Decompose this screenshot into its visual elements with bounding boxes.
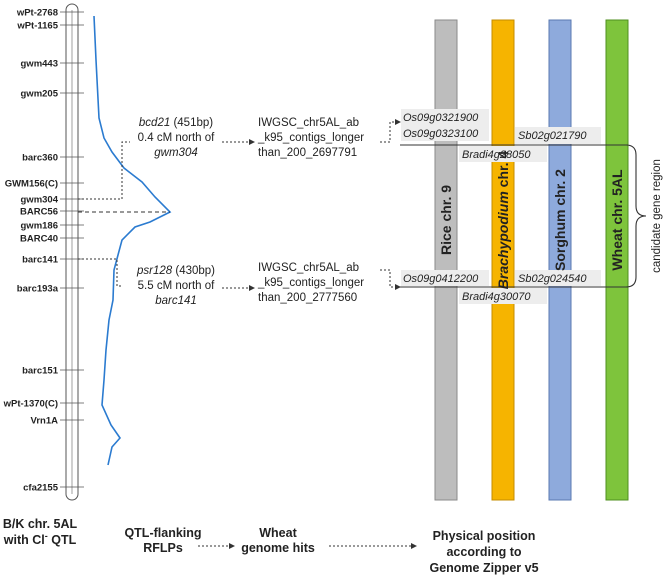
marker-label: BARC56 bbox=[20, 207, 58, 218]
arrow-hit-north bbox=[380, 121, 395, 143]
arrowhead-rflp-north bbox=[249, 139, 255, 145]
arrowhead-rflp-south bbox=[249, 285, 255, 291]
footer-hits-line1: Wheat bbox=[259, 526, 297, 540]
marker-label: wPt-1370(C) bbox=[3, 399, 58, 410]
arrowhead-hit-south bbox=[395, 284, 401, 290]
gene-box-rice-north bbox=[401, 109, 489, 141]
footer-rflp-line1: QTL-flanking bbox=[124, 526, 201, 540]
wheat-chr5al-bar bbox=[605, 19, 629, 501]
connector-barc141-to-psr128 bbox=[78, 258, 122, 287]
footer-phys-line3: Genome Zipper v5 bbox=[429, 561, 538, 575]
marker-label: cfa2155 bbox=[23, 483, 59, 494]
footer-hits-line2: genome hits bbox=[241, 541, 315, 555]
footer-rflp-line2: RFLPs bbox=[143, 541, 183, 555]
rflp-north-distance: 0.4 cM north of bbox=[138, 132, 216, 144]
footer-phys-line1: Physical position bbox=[433, 529, 536, 543]
hit-south-line2: _k95_contigs_longer bbox=[257, 277, 364, 289]
gene-rice-north-a: Os09g0321900 bbox=[403, 112, 479, 124]
rice-chr9-bar bbox=[434, 19, 458, 501]
marker-label: barc151 bbox=[22, 366, 59, 377]
footer-map-line1: B/K chr. 5AL bbox=[3, 517, 78, 531]
gene-box-rice-south bbox=[401, 270, 489, 286]
rflp-south-marker: barc141 bbox=[155, 295, 197, 307]
marker-label: gwm205 bbox=[21, 89, 59, 100]
gene-brachy-south: Bradi4g30070 bbox=[462, 291, 531, 303]
gene-rice-south: Os09g0412200 bbox=[403, 273, 479, 285]
brachypodium-chr4-bar bbox=[491, 19, 515, 501]
sorghum-chr2-label: Sorghum chr. 2 bbox=[552, 169, 568, 271]
connector-gwm304-to-bcd21 bbox=[78, 141, 130, 200]
marker-label: GWM156(C) bbox=[5, 179, 58, 190]
footer-arrowhead-2 bbox=[411, 543, 417, 549]
gene-sorghum-south: Sb02g024540 bbox=[518, 273, 587, 285]
marker-label: gwm304 bbox=[21, 195, 59, 206]
lod-curve bbox=[93, 15, 172, 466]
marker-label: BARC40 bbox=[20, 234, 58, 245]
rflp-south-distance: 5.5 cM north of bbox=[138, 280, 216, 292]
arrow-hit-south bbox=[380, 269, 395, 288]
candidate-region-brace bbox=[625, 144, 647, 288]
hit-south-line1: IWGSC_chr5AL_ab bbox=[258, 262, 359, 274]
marker-label: gwm186 bbox=[21, 221, 59, 232]
arrowhead-hit-north bbox=[395, 119, 401, 125]
footer-arrowhead-1 bbox=[229, 543, 235, 549]
brachypodium-chr4-label: Brachypodium chr. 4 bbox=[495, 151, 511, 290]
rflp-south-line1: psr128 (430bp) bbox=[136, 265, 215, 277]
hit-north-line2: _k95_contigs_longer bbox=[257, 132, 364, 144]
gene-box-sorghum-north bbox=[515, 127, 601, 144]
gene-sorghum-north: Sb02g021790 bbox=[518, 130, 587, 142]
marker-label: barc360 bbox=[22, 153, 58, 164]
marker-label: barc193a bbox=[17, 284, 59, 295]
footer-map-line2: with Cl- QTL bbox=[3, 531, 77, 547]
hit-north-line1: IWGSC_chr5AL_ab bbox=[258, 117, 359, 129]
candidate-region-label: candidate gene region bbox=[651, 159, 663, 273]
wheat-chr5al-label: Wheat chr. 5AL bbox=[609, 169, 625, 271]
gene-box-brachy-north bbox=[459, 146, 547, 162]
gene-box-sorghum-south bbox=[515, 270, 601, 286]
marker-label: wPt-1165 bbox=[16, 21, 58, 32]
rice-chr9-label: Rice chr. 9 bbox=[438, 185, 454, 255]
gene-box-brachy-south bbox=[459, 288, 547, 304]
rflp-north-marker: gwm304 bbox=[154, 147, 197, 159]
marker-label: Vrn1A bbox=[31, 416, 59, 427]
marker-label: wPt-2768 bbox=[16, 8, 58, 19]
rflp-north-line1: bcd21 (451bp) bbox=[139, 117, 213, 129]
hit-north-line3: than_200_2697791 bbox=[258, 147, 357, 159]
footer-phys-line2: according to bbox=[446, 545, 521, 559]
marker-label: gwm443 bbox=[21, 59, 59, 70]
gene-rice-north-b: Os09g0323100 bbox=[403, 128, 479, 140]
hit-south-line3: than_200_2777560 bbox=[258, 292, 357, 304]
gene-brachy-north: Bradi4g28050 bbox=[462, 149, 531, 161]
marker-label: barc141 bbox=[22, 255, 59, 266]
